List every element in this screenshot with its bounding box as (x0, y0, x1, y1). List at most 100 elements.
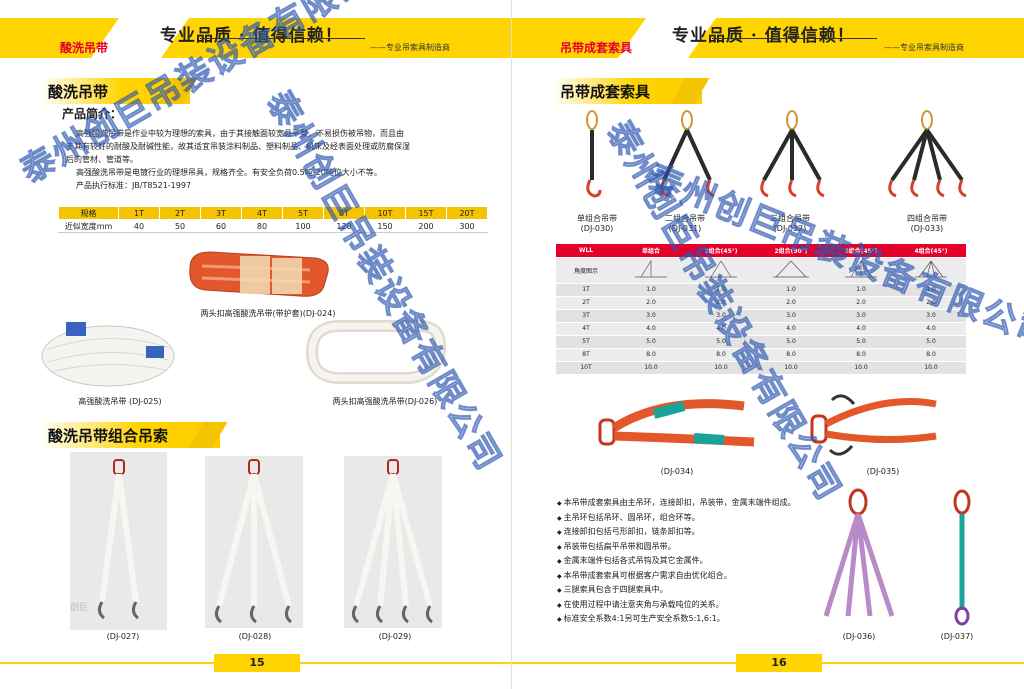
spec-header-row: 规格 1T 2T 3T 4T 5T 8T 10T 15T 20T (58, 206, 488, 220)
wll-cell: 3.0 (686, 309, 756, 323)
spec-value-row: 近似宽度mm 40 50 60 80 100 120 150 200 300 (58, 219, 488, 233)
angle-diagram (896, 257, 966, 284)
caption-dj025: 高强酸洗吊带 (DJ-025) (78, 397, 162, 406)
wll-cell: 10T (556, 361, 616, 375)
wll-cell: 4组合(45°) (896, 244, 966, 258)
spec-cell: 50 (159, 219, 201, 233)
wll-cell: 8.0 (686, 348, 756, 362)
dj037-sling-image (953, 489, 971, 626)
intro-text: 高强酸洗吊带是作业中较为理想的索具，由于其接触面较宽且平整，不易损伤被吊物，而且… (66, 127, 486, 192)
sling-code: (DJ-032) (773, 224, 807, 233)
label-dj033: 四组合吊带 (DJ-033) (892, 213, 962, 233)
sling-name: 单组合吊带 (577, 214, 617, 223)
left-page: 酸洗吊带 专业品质 · 值得信赖！ ——专业吊索具制造商 酸洗吊带 产品简介： … (0, 0, 512, 689)
single-leg-sling (586, 110, 602, 198)
wll-cell: 2组合(45°) (686, 244, 756, 258)
caption-dj037: (DJ-037) (940, 632, 974, 641)
spec-cell: 80 (241, 219, 283, 233)
caption-dj029: (DJ-029) (378, 632, 412, 641)
feature-item: 标准安全系数4:1另可生产安全系数5:1,6:1。 (557, 612, 796, 627)
header-band: 吊带成套索具 专业品质 · 值得信赖！ ——专业吊索具制造商 (512, 18, 1024, 58)
wll-cell: 1.0 (896, 283, 966, 297)
caption-dj024: 两头扣高强酸洗吊带(带护套)(DJ-024) (200, 309, 336, 318)
three-leg-sling (760, 110, 825, 198)
caption-dj036: (DJ-036) (842, 632, 876, 641)
sling-code: (DJ-033) (910, 224, 944, 233)
wll-table: WLL 单组合 2组合(45°) 2组合(90°) 3组合(45°) 4组合(4… (556, 244, 966, 375)
dj027-sling-drawing (97, 459, 139, 620)
spec-cell: 200 (405, 219, 447, 233)
dj029-image (344, 456, 442, 628)
intro-line: 后的管材、管道等。 (66, 155, 138, 164)
dj029-sling-drawing (351, 459, 433, 624)
wll-cell: 3.0 (826, 309, 896, 323)
spec-cell: 300 (446, 219, 488, 233)
wll-cell: 1.0 (616, 283, 686, 297)
wll-angle-row: 角度图示 (556, 257, 966, 284)
spec-cell: 15T (405, 206, 447, 220)
header-rule (712, 38, 877, 39)
wll-cell: 8.0 (756, 348, 826, 362)
wll-cell: 4.0 (826, 322, 896, 336)
intro-line: 于其有较好的耐酸及耐碱性能，故其适宜吊装涂料制品、塑料制品、机床及经表面处理或防… (66, 142, 410, 151)
section-heading: 酸洗吊带 (40, 78, 198, 104)
dj025-sling-image (41, 322, 175, 387)
wll-cell: 1.0 (826, 283, 896, 297)
wll-cell: 3.0 (756, 309, 826, 323)
dj028-sling-drawing (214, 459, 292, 624)
caption-dj028: (DJ-028) (238, 632, 272, 641)
wll-cell: 5T (556, 335, 616, 349)
wll-cell: 1.0 (756, 283, 826, 297)
wll-cell: 单组合 (616, 244, 686, 258)
wll-cell: 2.0 (826, 296, 896, 310)
wll-cell: 4.0 (686, 322, 756, 336)
dj034-sling-image (598, 399, 755, 447)
two-leg-sling (660, 110, 715, 198)
slogan: 专业品质 · 值得信赖！ (160, 26, 343, 46)
dj027-image (70, 452, 167, 630)
sub-slogan: ——专业吊索具制造商 (370, 43, 450, 52)
feature-item: 连接卸扣包括弓形卸扣，链条卸扣等。 (557, 525, 796, 540)
wll-cell: 8.0 (826, 348, 896, 362)
wll-cell: 3T (556, 309, 616, 323)
wll-cell: 5.0 (616, 335, 686, 349)
heading-bar (670, 78, 710, 104)
spec-cell: 10T (364, 206, 406, 220)
sling-name: 四组合吊带 (907, 214, 947, 223)
spec-cell: 150 (364, 219, 406, 233)
heading-bar (188, 422, 228, 448)
section-title: 吊带成套索具 (560, 83, 651, 101)
wll-cell: 10.0 (686, 361, 756, 375)
right-page: 吊带成套索具 专业品质 · 值得信赖！ ——专业吊索具制造商 吊带成套索具 (512, 0, 1024, 689)
wll-cell: 4T (556, 322, 616, 336)
spec-cell: 规格 (58, 206, 119, 220)
spec-cell: 2T (159, 206, 201, 220)
label-dj030: 单组合吊带 (DJ-030) (562, 213, 632, 233)
wll-cell: 4.0 (616, 322, 686, 336)
wll-cell: 2组合(90°) (756, 244, 826, 258)
dj028-image (205, 456, 303, 628)
wll-cell: 角度图示 (556, 257, 616, 284)
feature-item: 主吊环包括吊环、圆吊环，组合环等。 (557, 511, 796, 526)
dj035-sling-image (810, 394, 937, 456)
spec-cell: 4T (241, 206, 283, 220)
wll-cell: 4.0 (756, 322, 826, 336)
header-tab: 吊带成套索具 (560, 41, 633, 55)
caption-dj027: (DJ-027) (106, 632, 140, 641)
wll-cell: 8.0 (896, 348, 966, 362)
caption-dj026: 两头扣高强酸洗吊带(DJ-026) (332, 397, 438, 406)
label-dj032: 三组合吊带 (DJ-032) (755, 213, 825, 233)
angle-diagram (686, 257, 756, 284)
wll-cell: 10.0 (756, 361, 826, 375)
sling-code: (DJ-031) (668, 224, 702, 233)
section-heading: 吊带成套索具 (552, 78, 710, 104)
page-number: 15 (214, 654, 300, 672)
wll-header-row: WLL 单组合 2组合(45°) 2组合(90°) 3组合(45°) 4组合(4… (556, 244, 966, 258)
four-leg-sling (888, 110, 967, 198)
label-dj031: 二组合吊带 (DJ-031) (650, 213, 720, 233)
feature-item: 三腿索具包含于四腿索具中。 (557, 583, 796, 598)
